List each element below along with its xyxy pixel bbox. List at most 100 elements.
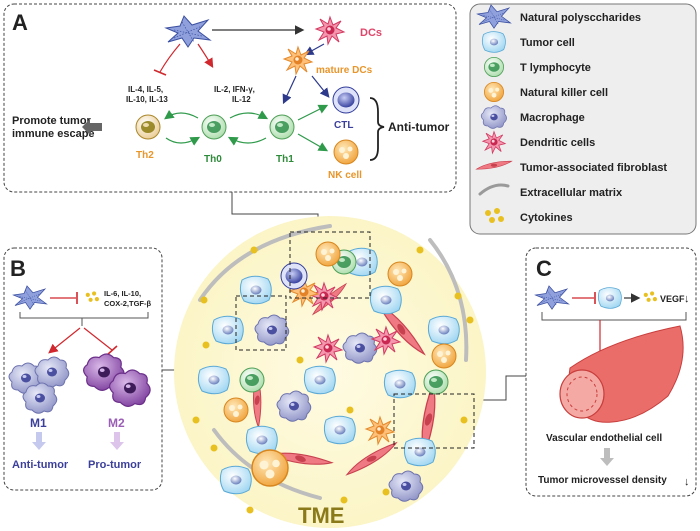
m2-label: M2 (108, 416, 125, 430)
promote-escape-line1: Promote tumor (12, 115, 92, 127)
cytokine-dot (192, 416, 200, 424)
tumor-cell-icon (369, 285, 402, 315)
nk-cell-icon (251, 449, 289, 487)
b-cytokines-line1: IL-6, IL-10, (104, 289, 141, 298)
b-bracket (19, 312, 149, 319)
m1-macrophage-icon (22, 382, 58, 414)
arrow-dc-maturation (303, 43, 325, 56)
arrow-mdc-to-ctl (311, 75, 330, 98)
th2-label: Th2 (136, 150, 154, 161)
panel-a-letter: A (12, 10, 28, 35)
panel-c-letter: C (536, 256, 552, 281)
tumor-cell-icon (239, 275, 272, 305)
cytokine-dot (340, 496, 348, 504)
polysaccharide-icon (13, 285, 47, 310)
tumor-cell-icon (303, 365, 336, 395)
cytokine-dot (466, 316, 474, 324)
endothelial-down-arrow (600, 448, 614, 466)
zoom-box-panel-b (235, 295, 287, 351)
panel-a: A DCs mature DCs IL-4, IL-5, IL-10, IL-1… (3, 3, 457, 193)
legend-frame (469, 3, 697, 235)
tumor-cell-icon (481, 31, 506, 53)
promote-th1-arrow (197, 43, 214, 69)
tumor-cell-icon (211, 315, 244, 345)
inhibit-th2-bar (153, 69, 167, 76)
zoom-box-panel-c (393, 393, 475, 449)
cytokine-dot (416, 246, 424, 254)
t-lymphocyte-icon (423, 369, 449, 395)
cytokine-dot (246, 506, 254, 514)
tumor-cell-icon (403, 437, 436, 467)
panel-b: B IL-6, IL-10, COX-2,TGF-β M1 M2 Anti-tu… (3, 247, 163, 491)
microvessel-density-label: Tumor microvessel density (538, 475, 667, 486)
arrow-th1-to-nk (297, 133, 329, 152)
b-cytokines-line2: COX-2,TGF-β (104, 299, 151, 308)
legend-label-cytokines: Cytokines (520, 212, 573, 224)
th2-cytokines-line2: IL-10, IL-13 (126, 95, 168, 104)
arrow-th0-to-th2 (164, 109, 199, 120)
th2-cell-icon (135, 114, 161, 140)
mature-dcs-label: mature DCs (316, 65, 373, 76)
nk-cell-label: NK cell (328, 170, 362, 181)
ctl-cell-icon (280, 262, 308, 290)
panel-b-frame (3, 247, 163, 491)
legend-label-macrophage: Macrophage (520, 112, 585, 124)
th1-cytokines-line1: IL-2, IFN-γ, (214, 85, 255, 94)
t-lymphocyte-icon (483, 56, 505, 77)
m1-down-arrow (32, 432, 46, 450)
th1-label: Th1 (276, 154, 294, 165)
endothelial-label: Vascular endothelial cell (546, 433, 662, 444)
inhibit-m2-line (83, 327, 113, 351)
macrophage-icon (254, 314, 290, 346)
anti-tumor-label: Anti-tumor (388, 120, 450, 134)
m1-macrophage-icon (34, 356, 70, 388)
legend-label-tumor: Tumor cell (520, 37, 575, 49)
nk-cell-icon (483, 82, 505, 103)
tumor-cell-icon (197, 365, 230, 395)
cytokine-dot (346, 406, 354, 414)
vegf-down-arrow: ↓ (684, 293, 690, 305)
th2-cytokines-line1: IL-4, IL-5, (128, 85, 163, 94)
tumor-cell-icon (597, 287, 622, 309)
cytokine-dot (202, 341, 210, 349)
ctl-cell-icon (332, 86, 360, 114)
nk-cell-icon (431, 343, 457, 369)
density-down-arrow: ↓ (684, 476, 690, 488)
anti-tumor-brace (369, 97, 385, 161)
th1-cell-icon (269, 114, 295, 140)
inhibit-th2-line (159, 43, 181, 73)
macrophage-icon (388, 470, 424, 502)
th0-cell-icon (201, 114, 227, 140)
nk-cell-icon (387, 261, 413, 287)
tme-region: TME (174, 216, 486, 528)
dcs-label: DCs (360, 27, 382, 39)
macrophage-icon (342, 332, 378, 364)
panel-c: C VEGF ↓ Vascular endothelial cell Tumor… (525, 247, 697, 497)
arrow-mdc-to-th1 (282, 75, 297, 105)
escape-arrow (82, 119, 102, 135)
m2-pro-tumor-label: Pro-tumor (88, 459, 142, 471)
legend-label-t-lymphocyte: T lymphocyte (520, 62, 591, 74)
arrow-th1-to-th0 (227, 136, 267, 146)
ecm-icon (478, 183, 510, 196)
tumor-cell-icon (323, 415, 356, 445)
tumor-cell-icon (427, 315, 460, 345)
nk-cell-icon (333, 139, 359, 165)
arrow-th1-to-ctl (297, 104, 329, 121)
legend-label-polysaccharides: Natural polysccharides (520, 12, 641, 24)
connector-panel-c (474, 375, 526, 401)
ctl-label: CTL (334, 120, 353, 131)
th0-label: Th0 (204, 154, 222, 165)
c-bracket (541, 312, 687, 321)
panel-c-frame (525, 247, 697, 497)
cytokine-dot (382, 488, 390, 496)
inhibit-m2-bar (106, 345, 118, 356)
th1-cytokines-line2: IL-12 (232, 95, 251, 104)
nk-cell-icon (223, 397, 249, 423)
legend-label-dendritic: Dendritic cells (520, 137, 595, 149)
promote-escape-line2: immune escape (12, 128, 95, 140)
cytokine-dot (210, 444, 218, 452)
arrow-th0-to-th1 (229, 110, 269, 120)
vegf-label: VEGF (660, 294, 685, 304)
